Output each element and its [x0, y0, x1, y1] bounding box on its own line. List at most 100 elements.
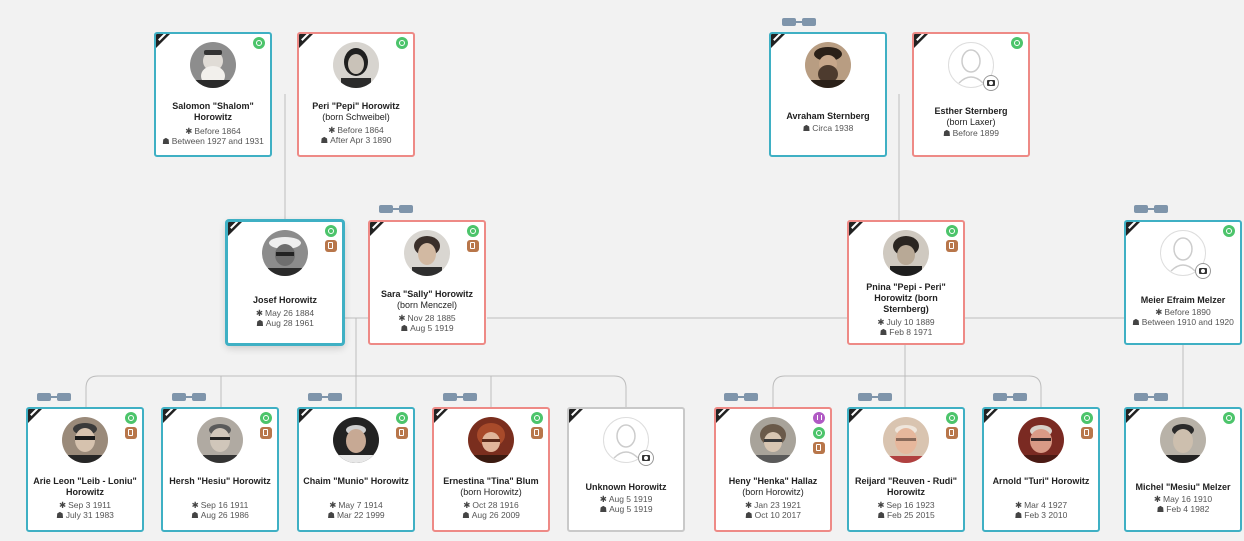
person-card-reijard[interactable]: Reijard "Reuven - Rudi" Horowitz ✱Sep 16… [847, 407, 965, 532]
corner-marker [984, 409, 1000, 425]
birth-date: ✱May 16 1910 [1153, 494, 1213, 504]
death-date: ☗Aug 28 1961 [256, 318, 314, 328]
record-icon[interactable] [260, 427, 272, 439]
person-card-sara[interactable]: Sara "Sally" Horowitz(born Menczel) ✱Nov… [368, 220, 486, 345]
match-icon[interactable] [467, 225, 479, 237]
person-card-chaim[interactable]: Chaim "Munio" Horowitz ✱May 7 1914 ☗Mar … [297, 407, 415, 532]
death-date: ☗Feb 3 2010 [1014, 510, 1068, 520]
death-date: ☗Between 1927 and 1931 [162, 136, 264, 146]
match-icon[interactable] [253, 37, 265, 49]
camera-icon[interactable] [638, 450, 654, 466]
match-icon[interactable] [1011, 37, 1023, 49]
partner-link-icon[interactable] [724, 393, 758, 401]
match-icon[interactable] [1223, 225, 1235, 237]
person-card-esther[interactable]: Esther Sternberg(born Laxer) ☗Before 189… [912, 32, 1030, 157]
dna-icon[interactable] [813, 412, 825, 424]
person-name: Chaim "Munio" Horowitz [303, 476, 409, 486]
avatar[interactable] [404, 230, 450, 276]
birth-date: ✱Oct 28 1916 [463, 500, 519, 510]
person-name: Peri "Pepi" Horowitz(born Schweibel) [312, 101, 400, 122]
person-card-avraham[interactable]: Avraham Sternberg ☗Circa 1938 [769, 32, 887, 157]
match-icon[interactable] [946, 225, 958, 237]
birth-date: ✱Sep 3 1911 [59, 500, 111, 510]
birth-date: ✱Jan 23 1921 [745, 500, 801, 510]
person-card-michel[interactable]: Michel "Mesiu" Melzer ✱May 16 1910 ☗Feb … [1124, 407, 1242, 532]
death-date: ☗Before 1899 [943, 128, 999, 138]
partner-link-icon[interactable] [858, 393, 892, 401]
match-icon[interactable] [325, 225, 337, 237]
match-icon[interactable] [125, 412, 137, 424]
avatar-placeholder[interactable] [948, 42, 999, 91]
partner-link-icon[interactable] [443, 393, 477, 401]
avatar[interactable] [805, 42, 851, 88]
partner-link-icon[interactable] [1134, 205, 1168, 213]
person-name: Avraham Sternberg [786, 111, 870, 121]
match-icon[interactable] [396, 37, 408, 49]
avatar[interactable] [262, 230, 308, 276]
avatar[interactable] [1018, 417, 1064, 463]
death-date: ☗Mar 22 1999 [327, 510, 385, 520]
match-icon[interactable] [531, 412, 543, 424]
person-name: Reijard "Reuven - Rudi" Horowitz [854, 476, 958, 497]
birth-date: ✱July 10 1889 [877, 317, 935, 327]
person-card-pnina[interactable]: Pnina "Pepi - Peri" Horowitz (born Stern… [847, 220, 965, 345]
person-card-unknown[interactable]: Unknown Horowitz ✱Aug 5 1919 ☗Aug 5 1919 [567, 407, 685, 532]
avatar[interactable] [750, 417, 796, 463]
birth-date: ✱Sep 16 1911 [191, 500, 249, 510]
match-icon[interactable] [1223, 412, 1235, 424]
avatar[interactable] [190, 42, 236, 88]
record-icon[interactable] [1081, 427, 1093, 439]
person-card-meier[interactable]: Meier Efraim Melzer ✱Before 1890 ☗Betwee… [1124, 220, 1242, 345]
match-icon[interactable] [396, 412, 408, 424]
match-icon[interactable] [946, 412, 958, 424]
avatar[interactable] [468, 417, 514, 463]
person-name: Michel "Mesiu" Melzer [1135, 482, 1231, 492]
partner-link-icon[interactable] [172, 393, 206, 401]
person-card-arie[interactable]: Arie Leon "Leib - Loniu" Horowitz ✱Sep 3… [26, 407, 144, 532]
avatar-placeholder[interactable] [1160, 230, 1211, 279]
death-date: ☗July 31 1983 [56, 510, 114, 520]
person-card-salomon[interactable]: Salomon "Shalom" Horowitz ✱Before 1864 ☗… [154, 32, 272, 157]
record-icon[interactable] [813, 442, 825, 454]
avatar[interactable] [883, 230, 929, 276]
death-date: ☗Oct 10 2017 [745, 510, 801, 520]
camera-icon[interactable] [1195, 263, 1211, 279]
person-name: Sara "Sally" Horowitz(born Menczel) [380, 289, 474, 310]
match-icon[interactable] [260, 412, 272, 424]
person-card-heny[interactable]: Heny "Henka" Hallaz(born Horowitz) ✱Jan … [714, 407, 832, 532]
birth-date: ✱May 7 1914 [329, 500, 383, 510]
death-date: ☗Aug 26 1986 [191, 510, 249, 520]
avatar[interactable] [197, 417, 243, 463]
record-icon[interactable] [396, 427, 408, 439]
partner-link-icon[interactable] [993, 393, 1027, 401]
record-icon[interactable] [125, 427, 137, 439]
person-card-ernestina[interactable]: Ernestina "Tina" Blum(born Horowitz) ✱Oc… [432, 407, 550, 532]
avatar[interactable] [333, 42, 379, 88]
camera-icon[interactable] [983, 75, 999, 91]
partner-link-icon[interactable] [308, 393, 342, 401]
death-date: ☗Feb 4 1982 [1156, 504, 1210, 514]
partner-link-icon[interactable] [1134, 393, 1168, 401]
record-icon[interactable] [946, 427, 958, 439]
record-icon[interactable] [325, 240, 337, 252]
avatar-placeholder[interactable] [603, 417, 654, 466]
avatar[interactable] [333, 417, 379, 463]
person-card-hersh[interactable]: Hersh "Hesiu" Horowitz ✱Sep 16 1911 ☗Aug… [161, 407, 279, 532]
avatar[interactable] [1160, 417, 1206, 463]
death-date: ☗Aug 5 1919 [599, 504, 653, 514]
match-icon[interactable] [1081, 412, 1093, 424]
record-icon[interactable] [531, 427, 543, 439]
partner-link-icon[interactable] [782, 18, 816, 26]
record-icon[interactable] [467, 240, 479, 252]
person-card-josef[interactable]: Josef Horowitz ✱May 26 1884 ☗Aug 28 1961 [226, 220, 344, 345]
match-icon[interactable] [813, 427, 825, 439]
record-icon[interactable] [946, 240, 958, 252]
birth-date: ✱Mar 4 1927 [1014, 500, 1068, 510]
avatar[interactable] [883, 417, 929, 463]
partner-link-icon[interactable] [379, 205, 413, 213]
partner-link-icon[interactable] [37, 393, 71, 401]
person-card-arnold[interactable]: Arnold "Turi" Horowitz ✱Mar 4 1927 ☗Feb … [982, 407, 1100, 532]
person-card-peri[interactable]: Peri "Pepi" Horowitz(born Schweibel) ✱Be… [297, 32, 415, 157]
avatar[interactable] [62, 417, 108, 463]
